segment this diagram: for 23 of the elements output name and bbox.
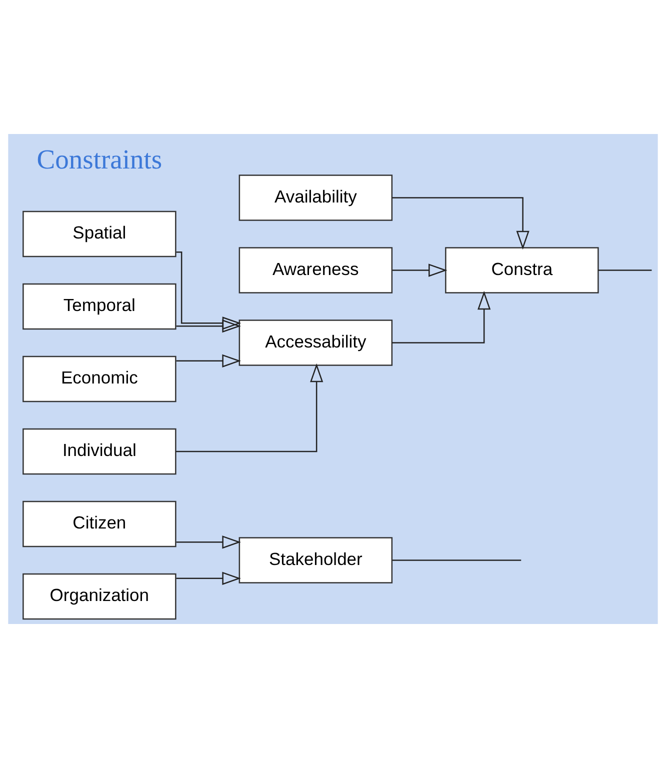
node-box: Economic <box>22 355 176 402</box>
arrow <box>392 263 448 276</box>
arrow <box>176 571 241 584</box>
arrow <box>392 290 491 343</box>
node-box: Availability <box>238 174 393 220</box>
node-box: Constra <box>445 246 599 293</box>
node-box: Organization <box>22 572 176 620</box>
arrow <box>176 362 324 452</box>
connector <box>598 269 652 270</box>
arrow <box>176 354 241 367</box>
arrow <box>176 319 241 332</box>
node-box: Individual <box>22 428 176 474</box>
node-box: Temporal <box>22 282 176 330</box>
node-box: Spatial <box>22 210 176 257</box>
node-box: Stakeholder <box>238 536 393 583</box>
node-box: Awareness <box>238 246 393 293</box>
node-box: Accessability <box>238 319 393 366</box>
arrow <box>176 251 242 330</box>
connector <box>392 559 522 560</box>
label: Constraints <box>36 143 162 174</box>
arrow <box>176 535 241 548</box>
node-box: Citizen <box>22 500 176 547</box>
arrow <box>392 196 530 250</box>
